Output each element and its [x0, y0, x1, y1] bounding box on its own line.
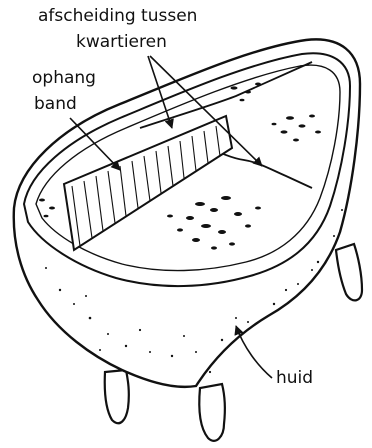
- label-suspension-band-line2: band: [34, 94, 77, 114]
- label-segment-divider-line2: kwartieren: [76, 32, 167, 52]
- label-skin: huid: [276, 368, 313, 388]
- label-suspension-band-line1: ophang: [32, 68, 96, 88]
- drip-mid: [199, 384, 225, 441]
- label-segment-divider-line1: afscheiding tussen: [38, 6, 197, 26]
- drip-left: [105, 370, 129, 423]
- drip-right: [336, 244, 362, 300]
